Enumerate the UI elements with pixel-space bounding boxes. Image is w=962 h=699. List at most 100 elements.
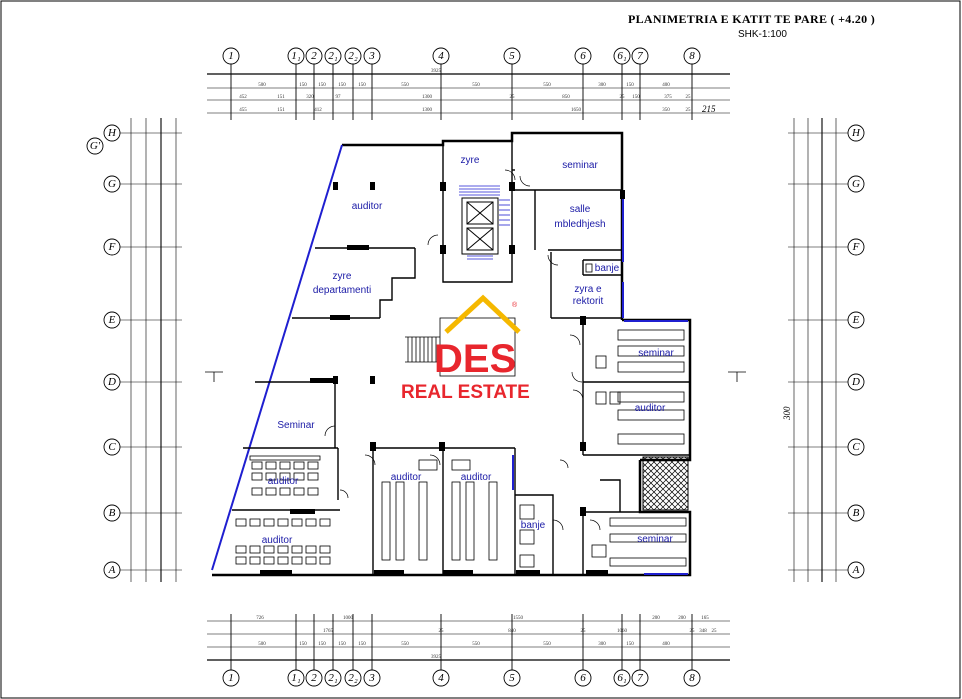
svg-text:150: 150: [299, 642, 307, 647]
svg-text:550: 550: [472, 83, 480, 88]
room-salle-l2: mbledhjesh: [554, 219, 605, 230]
axis-3-bottom: 3: [368, 672, 375, 684]
room-salle-l1: salle: [570, 204, 591, 215]
svg-text:25: 25: [686, 95, 692, 100]
top-total-dim: 3925: [431, 69, 442, 74]
svg-text:1550: 1550: [513, 616, 524, 621]
des-logo: DES ® REAL ESTATE: [401, 294, 530, 403]
svg-text:150: 150: [338, 642, 346, 647]
svg-text:97: 97: [336, 95, 342, 100]
svg-text:150: 150: [318, 83, 326, 88]
svg-text:150: 150: [338, 83, 346, 88]
axis-D-left: D: [107, 376, 116, 388]
svg-text:200: 200: [678, 616, 686, 621]
axis-6a-bottom: 6₁: [617, 672, 627, 684]
axis-A-right: A: [852, 564, 860, 576]
svg-text:375: 375: [664, 95, 672, 100]
right-side-dim: 300: [782, 406, 792, 421]
svg-text:1300: 1300: [422, 95, 433, 100]
room-seminar-left: Seminar: [277, 420, 315, 431]
svg-text:400: 400: [662, 83, 670, 88]
left-axis-bubbles: [86, 124, 121, 579]
axis-3-top: 3: [368, 50, 375, 62]
svg-text:300: 300: [598, 83, 606, 88]
axis-2a-bottom: 2₁: [328, 672, 338, 684]
room-labels: zyre seminar salle mbledhjesh auditor zy…: [262, 155, 675, 546]
bottom-axis-bubbles: [222, 614, 701, 687]
logo-registered: ®: [512, 301, 518, 309]
svg-text:550: 550: [401, 642, 409, 647]
axis-B-left: B: [109, 507, 116, 519]
svg-text:165: 165: [701, 616, 709, 621]
room-banje-bottom: banje: [521, 520, 546, 531]
hatched-void: [642, 456, 689, 511]
axis-1-bottom: 1: [228, 672, 234, 684]
svg-text:150: 150: [358, 83, 366, 88]
room-auditor-bm1: auditor: [391, 472, 422, 483]
room-auditor-bl2: auditor: [262, 535, 293, 546]
svg-text:150: 150: [626, 642, 634, 647]
axis-C-left: C: [108, 441, 116, 453]
room-auditor-right: auditor: [635, 403, 666, 414]
axis-2-bottom: 2: [311, 672, 317, 684]
top-axis-labels: 1 1₁ 2 2₁ 2₂ 3 4 5 6 6₁ 7 8: [228, 50, 695, 62]
svg-text:350: 350: [662, 108, 670, 113]
room-zyre-dep-l2: departamenti: [313, 285, 371, 296]
top-dim-texts: 3925 500 150 150 150 150 550 550 550 300…: [239, 69, 716, 114]
svg-text:1765: 1765: [323, 629, 334, 634]
axis-4-top: 4: [438, 50, 444, 62]
axis-E-right: E: [852, 314, 860, 326]
svg-text:200: 200: [652, 616, 660, 621]
room-zyre: zyre: [461, 155, 480, 166]
logo-brand: DES: [434, 337, 516, 381]
svg-text:850: 850: [562, 95, 570, 100]
axis-5-top: 5: [509, 50, 515, 62]
room-auditor-bl1: auditor: [268, 476, 299, 487]
svg-text:1650: 1650: [571, 108, 582, 113]
section-markers: [205, 371, 746, 382]
svg-text:726: 726: [256, 616, 264, 621]
axis-B-right: B: [853, 507, 860, 519]
svg-text:412: 412: [314, 108, 322, 113]
axis-E-left: E: [108, 314, 116, 326]
room-seminar-top: seminar: [562, 160, 598, 171]
svg-text:550: 550: [401, 83, 409, 88]
axis-D-right: D: [851, 376, 860, 388]
axis-1-top: 1: [228, 50, 234, 62]
svg-text:25: 25: [686, 108, 692, 113]
room-rektor-l2: rektorit: [573, 296, 604, 307]
bottom-dim-texts: 726 1000 1550 200 200 165 1765 25 840 25…: [256, 616, 717, 660]
axis-G-left: G: [108, 178, 116, 190]
svg-text:151: 151: [277, 108, 285, 113]
axis-Gp-left: G': [90, 140, 101, 152]
svg-text:550: 550: [543, 83, 551, 88]
logo-sub: REAL ESTATE: [401, 382, 530, 403]
svg-text:550: 550: [543, 642, 551, 647]
axis-1a-bottom: 1₁: [291, 672, 301, 684]
room-seminar-right: seminar: [638, 348, 674, 359]
svg-text:500: 500: [258, 642, 266, 647]
room-rektor-l1: zyra e: [574, 284, 602, 295]
axis-8-bottom: 8: [689, 672, 695, 684]
axis-8-top: 8: [689, 50, 695, 62]
right-dimensions: [788, 118, 848, 582]
door-swings: [324, 169, 601, 531]
axis-2b-top: 2₂: [348, 50, 358, 62]
svg-text:150: 150: [299, 83, 307, 88]
axis-6-bottom: 6: [580, 672, 586, 684]
svg-text:150: 150: [358, 642, 366, 647]
svg-text:150: 150: [318, 642, 326, 647]
core-stairs: [459, 185, 510, 260]
bottom-total-dim: 3925: [431, 655, 442, 660]
axis-A-left: A: [108, 564, 116, 576]
bottom-dimensions: [207, 620, 730, 661]
bottom-axis-labels: 1 1₁ 2 2₁ 2₂ 3 4 5 6 6₁ 7 8: [228, 672, 695, 684]
svg-text:500: 500: [258, 83, 266, 88]
glazed-facade: [211, 144, 343, 571]
window-glazing: [512, 195, 688, 575]
axis-2b-bottom: 2₂: [348, 672, 358, 684]
axis-6-top: 6: [580, 50, 586, 62]
left-axis-labels: H G' G F E D C B A: [90, 127, 117, 576]
axis-7-bottom: 7: [637, 672, 643, 684]
